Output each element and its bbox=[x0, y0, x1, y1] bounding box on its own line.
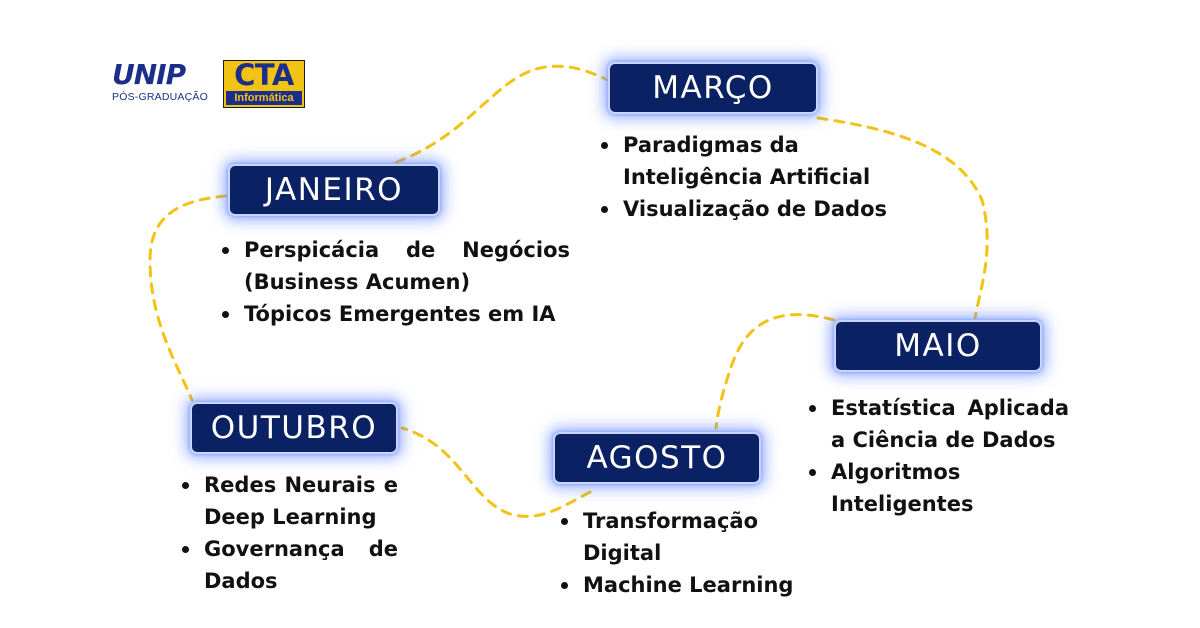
bullet-icon bbox=[809, 405, 816, 412]
list-item: Tópicos Emergentes em IA bbox=[218, 298, 570, 330]
bullet-icon bbox=[182, 546, 189, 553]
list-item: Estatística Aplicada a Ciência de Dados bbox=[805, 392, 1069, 456]
month-agosto-topics: Transformação Digital Machine Learning bbox=[557, 505, 817, 601]
month-marco-topics: Paradigmas da Inteligência Artificial Vi… bbox=[597, 129, 897, 225]
cta-logo: CTA Informática bbox=[223, 58, 305, 108]
topic-text: Redes Neurais e Deep Learning bbox=[204, 473, 398, 529]
unip-logo: UNIP PÓS-GRADUAÇÃO bbox=[112, 58, 218, 104]
topic-text: Machine Learning bbox=[583, 573, 794, 597]
month-marco-label: MARÇO bbox=[608, 62, 818, 114]
bullet-icon bbox=[561, 518, 568, 525]
list-item: Transformação Digital bbox=[557, 505, 817, 569]
topic-text: Visualização de Dados bbox=[623, 197, 887, 221]
month-maio-topics: Estatística Aplicada a Ciência de Dados … bbox=[805, 392, 1069, 520]
month-janeiro-label: JANEIRO bbox=[228, 164, 440, 216]
topic-text: Algoritmos Inteligentes bbox=[831, 460, 974, 516]
month-outubro-topics: Redes Neurais e Deep Learning Governança… bbox=[178, 469, 398, 597]
topic-text: Tópicos Emergentes em IA bbox=[244, 302, 556, 326]
bullet-icon bbox=[809, 469, 816, 476]
unip-logo-text: UNIP bbox=[112, 58, 186, 91]
list-item: Paradigmas da Inteligência Artificial bbox=[597, 129, 897, 193]
cta-logo-subtitle: Informática bbox=[226, 91, 302, 105]
list-item: Algoritmos Inteligentes bbox=[805, 456, 1069, 520]
list-item: Redes Neurais e Deep Learning bbox=[178, 469, 398, 533]
month-outubro-label: OUTUBRO bbox=[190, 402, 398, 454]
bullet-icon bbox=[182, 482, 189, 489]
list-item: Machine Learning bbox=[557, 569, 817, 601]
bullet-icon bbox=[561, 582, 568, 589]
bullet-icon bbox=[601, 206, 608, 213]
topic-text: Perspicácia de Negócios (Business Acumen… bbox=[244, 238, 570, 294]
month-agosto-label: AGOSTO bbox=[553, 432, 761, 484]
list-item: Perspicácia de Negócios (Business Acumen… bbox=[218, 234, 570, 298]
bullet-icon bbox=[222, 247, 229, 254]
cta-logo-text: CTA bbox=[234, 58, 294, 92]
topic-text: Estatística Aplicada a Ciência de Dados bbox=[831, 396, 1069, 452]
bullet-icon bbox=[222, 311, 229, 318]
unip-logo-subtitle: PÓS-GRADUAÇÃO bbox=[112, 91, 208, 103]
month-maio-label: MAIO bbox=[834, 320, 1042, 372]
topic-text: Transformação Digital bbox=[583, 509, 759, 565]
bullet-icon bbox=[601, 142, 608, 149]
topic-text: Governança de Dados bbox=[204, 537, 398, 593]
topic-text: Paradigmas da Inteligência Artificial bbox=[623, 133, 871, 189]
month-janeiro-topics: Perspicácia de Negócios (Business Acumen… bbox=[218, 234, 570, 330]
list-item: Governança de Dados bbox=[178, 533, 398, 597]
list-item: Visualização de Dados bbox=[597, 193, 897, 225]
